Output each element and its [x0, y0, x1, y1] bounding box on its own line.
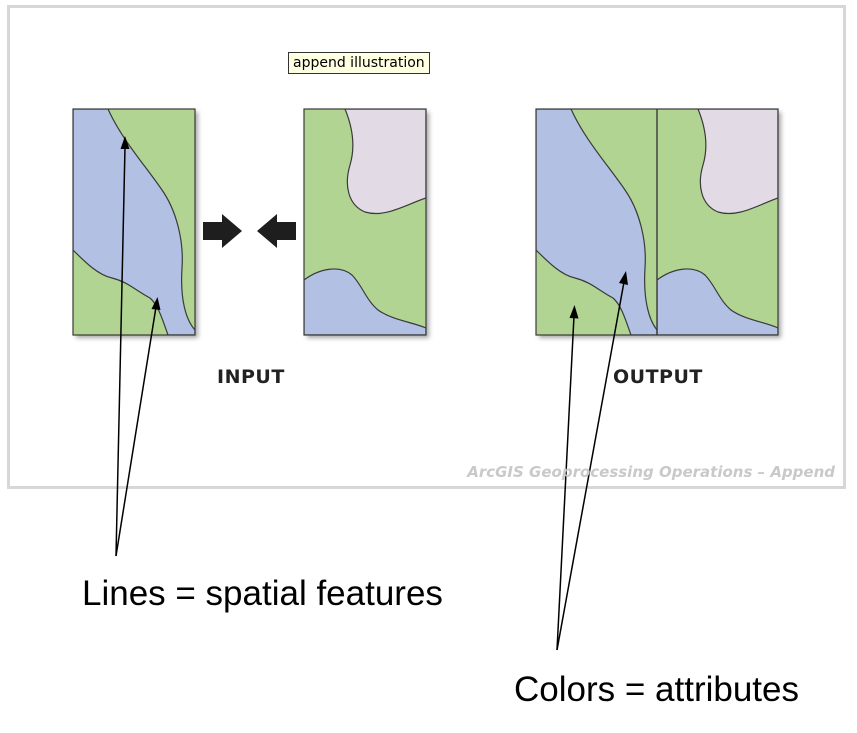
pointer-line-to-blue-area — [556, 281, 625, 651]
output-right-lavender-region — [697, 109, 778, 215]
output-right-blue-region — [657, 268, 778, 335]
credit-caption: ArcGIS Geoprocessing Operations – Append — [467, 463, 835, 481]
pointer-arrowhead — [619, 271, 628, 285]
pointer-arrowhead — [569, 305, 579, 319]
caption-colors-attributes: Colors = attributes — [514, 670, 799, 709]
input-map-a-blue-region — [73, 109, 195, 335]
tooltip: append illustration — [288, 52, 430, 74]
pointer-arrowhead — [120, 136, 130, 149]
arrow-right-icon — [203, 214, 242, 248]
annotation-pointers — [115, 136, 628, 651]
input-label: INPUT — [217, 366, 285, 388]
output-map — [535, 108, 779, 336]
pointer-line-to-green-area — [556, 315, 575, 651]
input-map-b-blue-region — [304, 268, 426, 335]
pointer-arrowhead — [151, 297, 161, 310]
pointer-line-to-boundary-top — [115, 146, 126, 557]
caption-lines-spatial-features: Lines = spatial features — [82, 574, 443, 613]
input-map-b-lavender-region — [344, 109, 426, 215]
arrow-left-icon — [257, 214, 296, 248]
input-map-b — [303, 108, 427, 336]
pointer-line-to-boundary-bottom — [115, 306, 157, 557]
output-label: OUTPUT — [613, 366, 703, 388]
input-map-a — [72, 108, 196, 336]
